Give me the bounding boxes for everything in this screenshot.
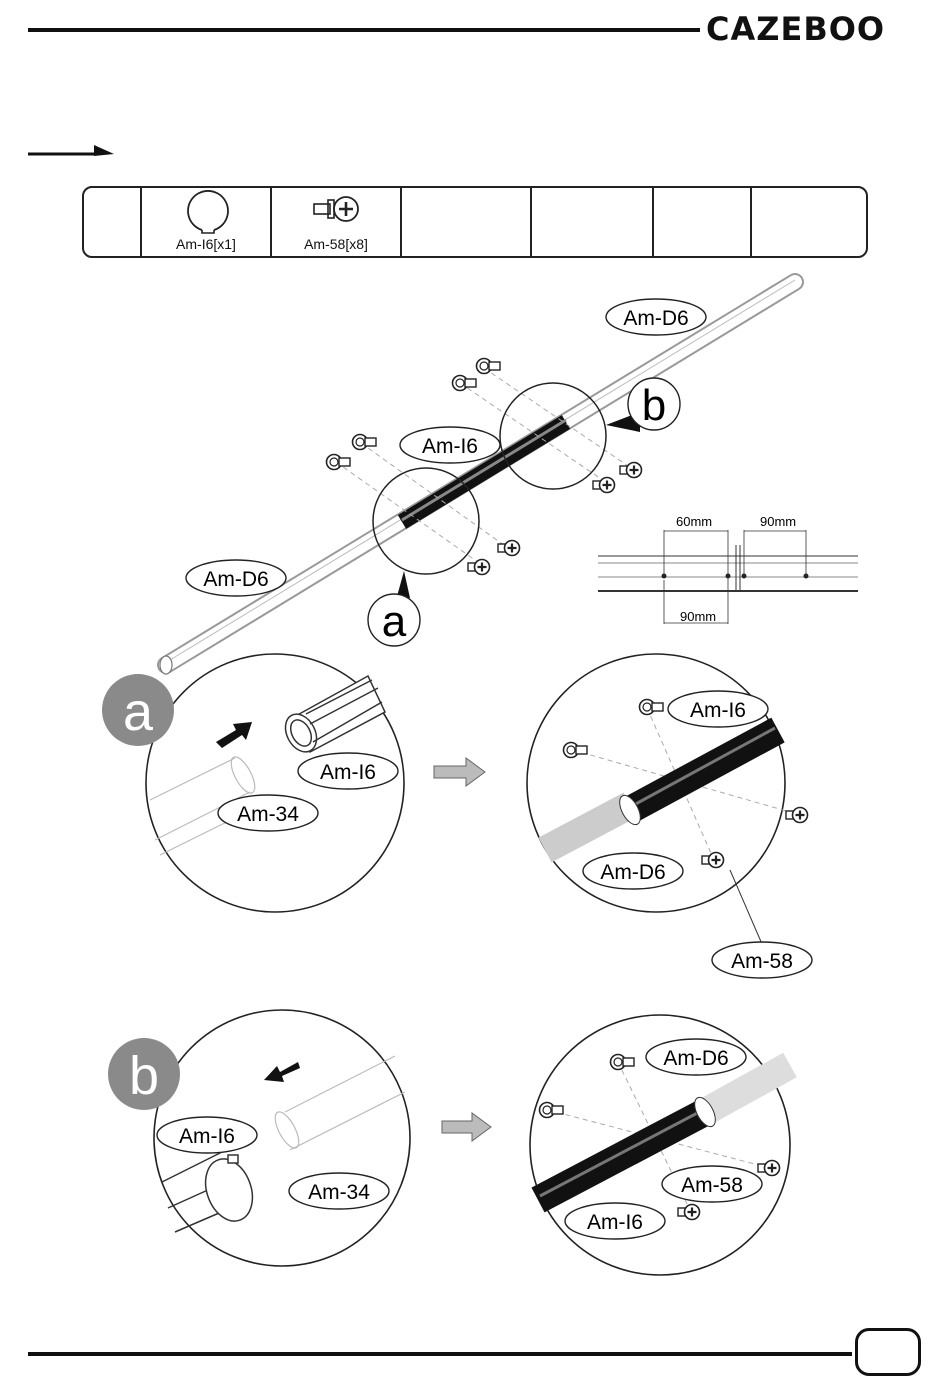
svg-text:Am-D6: Am-D6 (623, 307, 688, 330)
label-am-d6-top: Am-D6 (606, 299, 706, 335)
svg-text:Am-58: Am-58 (681, 1174, 743, 1197)
detail-b-after: Am-D6 Am-58 Am-I6 (530, 1015, 790, 1275)
svg-text:Am-I6: Am-I6 (690, 699, 746, 722)
svg-text:Am-34: Am-34 (237, 803, 299, 826)
svg-text:a: a (382, 597, 407, 646)
badge-b: b (108, 1038, 180, 1110)
svg-text:90mm: 90mm (680, 609, 716, 624)
detail-b-before: Am-I6 Am-34 (154, 1010, 410, 1266)
process-arrow-b (442, 1113, 491, 1141)
process-arrow-a (434, 758, 485, 786)
label-am-i6-overview: Am-I6 (400, 427, 500, 463)
svg-text:b: b (129, 1046, 159, 1106)
svg-text:60mm: 60mm (676, 514, 712, 529)
svg-text:Am-D6: Am-D6 (600, 861, 665, 884)
page-number-box (855, 1328, 921, 1376)
dimension-diagram: 60mm 90mm 90mm (598, 514, 858, 624)
svg-text:b: b (642, 381, 666, 430)
footer-rule (28, 1352, 852, 1356)
callout-a: a (368, 571, 420, 646)
svg-text:Am-I6: Am-I6 (587, 1211, 643, 1234)
svg-text:a: a (123, 682, 154, 742)
svg-text:Am-I6: Am-I6 (422, 435, 478, 458)
svg-text:Am-58: Am-58 (731, 950, 793, 973)
svg-text:Am-I6: Am-I6 (179, 1125, 235, 1148)
svg-text:Am-I6: Am-I6 (320, 761, 376, 784)
detail-a-before: Am-I6 Am-34 (146, 654, 404, 912)
svg-text:90mm: 90mm (760, 514, 796, 529)
label-am-d6-bottom: Am-D6 (186, 560, 286, 596)
svg-text:Am-D6: Am-D6 (663, 1047, 728, 1070)
badge-a: a (102, 674, 174, 746)
detail-a-after: Am-I6 Am-D6 (527, 654, 808, 912)
svg-text:Am-D6: Am-D6 (203, 568, 268, 591)
svg-text:Am-34: Am-34 (308, 1181, 370, 1204)
